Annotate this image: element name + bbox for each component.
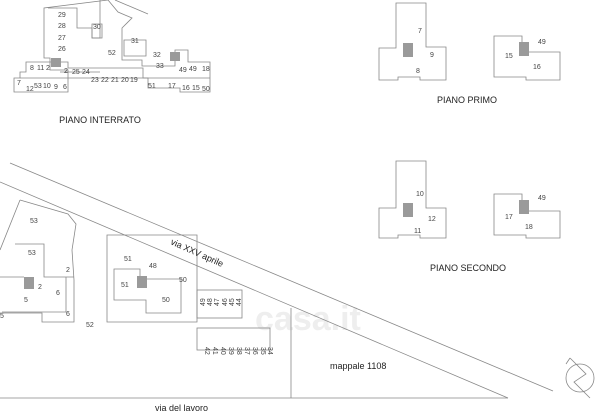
room-label: 18	[525, 224, 533, 231]
room-label: 18	[202, 66, 210, 73]
parking-label: 35	[259, 347, 266, 355]
room-label: 26	[58, 46, 66, 53]
title-piano-secondo: PIANO SECONDO	[430, 263, 506, 273]
room-label: 25	[72, 69, 80, 76]
room-label: 49	[179, 67, 187, 74]
room-label: 17	[505, 214, 513, 221]
area-label: 5	[24, 297, 28, 304]
room-label: 7	[17, 80, 21, 87]
room-label: 12	[26, 86, 34, 93]
parking-label: 40	[219, 347, 226, 355]
room-label: 23	[91, 77, 99, 84]
room-label: 19	[130, 77, 138, 84]
area-label: 53	[30, 218, 38, 225]
area-label: 51	[121, 282, 129, 289]
room-label: 9	[54, 84, 58, 91]
room-label: 27	[58, 35, 66, 42]
room-label: 7	[418, 28, 422, 35]
area-label: 51	[124, 256, 132, 263]
site-labels: 53 53 2 2 5 6 6 5 52 51 51 48 50 50	[0, 218, 187, 329]
title-piano-interrato: PIANO INTERRATO	[59, 115, 141, 125]
room-label: 16	[182, 85, 190, 92]
room-label: 29	[58, 12, 66, 19]
room-label: 12	[428, 216, 436, 223]
parking-label: 45	[229, 298, 236, 306]
area-label: 52	[86, 322, 94, 329]
parking-label: 46	[222, 298, 229, 306]
parking-top-row: 49 48 47 46 45 44	[200, 298, 243, 306]
room-label: 15	[192, 85, 200, 92]
room-label: 28	[58, 23, 66, 30]
room-label: 2	[46, 65, 50, 72]
room-label: 52	[108, 50, 116, 57]
room-label: 20	[121, 77, 129, 84]
room-label: 8	[30, 65, 34, 72]
area-label: 6	[66, 311, 70, 318]
area-label: 48	[149, 263, 157, 270]
room-label: 49	[538, 195, 546, 202]
plan-piano-primo: 7 9 8 49 15 16	[378, 2, 561, 81]
parking-label: 36	[251, 347, 258, 355]
room-label: 22	[101, 77, 109, 84]
room-label: 24	[82, 69, 90, 76]
room-label: 16	[533, 64, 541, 71]
room-label: 21	[111, 77, 119, 84]
room-label: 8	[416, 68, 420, 75]
north-arrow-icon	[565, 357, 595, 399]
parking-label: 34	[266, 347, 273, 355]
room-label: 51	[148, 83, 156, 90]
room-label: 53	[34, 83, 42, 90]
room-label: 33	[156, 63, 164, 70]
room-label: 49	[189, 66, 197, 73]
parking-bottom-row: 42 41 40 39 38 37 36 35 34	[203, 347, 273, 355]
area-label: 53	[28, 250, 36, 257]
interrato-room-labels: 29 28 27 26 30 52 31 32 33 8 11 2 2 25 2…	[17, 12, 210, 93]
street-label-via-del-lavoro: via del lavoro	[155, 403, 208, 413]
parking-label: 42	[203, 347, 210, 355]
room-label: 31	[131, 38, 139, 45]
room-label: 15	[505, 53, 513, 60]
area-label: 2	[66, 267, 70, 274]
site-plan	[0, 162, 554, 399]
area-label: 50	[162, 297, 170, 304]
room-label: 10	[43, 83, 51, 90]
room-label: 11	[37, 65, 44, 72]
parking-label: 44	[236, 298, 243, 306]
watermark: casa.it	[255, 300, 361, 338]
parking-label: 47	[214, 298, 221, 306]
area-label: 2	[38, 284, 42, 291]
room-label: 11	[414, 228, 421, 235]
area-label: 5	[0, 313, 4, 320]
parking-label: 37	[243, 347, 250, 355]
room-label: 32	[153, 52, 161, 59]
room-label: 2	[64, 68, 68, 75]
parking-label: 49	[200, 298, 207, 306]
room-label: 10	[416, 191, 424, 198]
room-label: 6	[63, 84, 67, 91]
room-label: 17	[168, 83, 176, 90]
title-piano-primo: PIANO PRIMO	[437, 95, 497, 105]
area-label: 6	[56, 290, 60, 297]
room-label: 50	[202, 86, 210, 93]
parking-label: 48	[207, 298, 214, 306]
plan-piano-interrato	[13, 0, 211, 93]
plan-piano-secondo: 10 12 11 49 17 18	[378, 160, 561, 239]
parking-label: 38	[235, 347, 242, 355]
area-label: 50	[179, 277, 187, 284]
room-label: 49	[538, 39, 546, 46]
parcel-label: mappale 1108	[330, 361, 386, 371]
room-label: 30	[93, 24, 101, 31]
parking-label: 41	[211, 347, 218, 355]
parking-label: 39	[227, 347, 234, 355]
room-label: 9	[430, 52, 434, 59]
